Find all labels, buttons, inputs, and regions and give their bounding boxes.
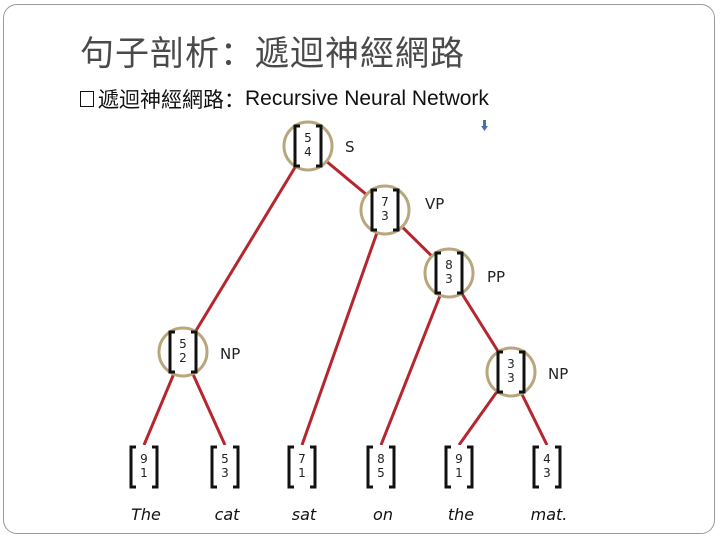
tree-edges [142, 144, 549, 446]
node-vp-vector-value: 3 [381, 209, 389, 223]
node-np1-left-bracket [168, 330, 175, 374]
leaf-w2-right-bracket [233, 445, 240, 489]
leaf-w3-vector-value: 7 [298, 452, 306, 466]
leaf-word: cat [215, 505, 241, 524]
node-s-right-bracket [316, 124, 323, 168]
leaf-w5-vector-value: 1 [455, 466, 463, 480]
node-np2-left-bracket [496, 350, 503, 394]
tree-edge-S-NP1 [181, 145, 310, 353]
leaf-word: on [373, 505, 393, 524]
node-label: NP [220, 345, 240, 363]
leaf-w5-left-bracket [444, 445, 451, 489]
node-pp-right-bracket [457, 251, 464, 295]
leaf-background [210, 445, 240, 489]
node-s-left-bracket [293, 124, 300, 168]
leaf-w6-right-bracket [555, 445, 562, 489]
slide-title: 句子剖析：遞迴神經網路 [80, 34, 465, 74]
tree-node-s: 54 S [282, 120, 355, 172]
tree-edge-VP-w3 [300, 209, 387, 446]
node-pp-vector-value: 8 [445, 258, 453, 272]
node-np1-vector-value: 5 [179, 337, 187, 351]
leaf-w6-vector-value: 3 [543, 466, 551, 480]
leaf-word: mat. [531, 505, 568, 524]
cursor-mark-icon [481, 120, 488, 131]
bullet-prefix: 遞迴神經網路： [98, 88, 245, 112]
bullet-box-icon [80, 91, 94, 107]
node-np2-right-bracket [519, 350, 526, 394]
node-np1-vector-value: 2 [179, 351, 187, 365]
tree-leaf-w4: 85 on [366, 445, 396, 524]
node-label: NP [548, 365, 568, 383]
leaf-w1-right-bracket [152, 445, 159, 489]
node-vp-left-bracket [370, 188, 377, 232]
tree-leaf-w3: 71 sat [287, 445, 317, 524]
leaf-w3-left-bracket [287, 445, 294, 489]
tree-node-np1: 52 NP [157, 326, 240, 378]
node-np2-vector-value: 3 [507, 371, 515, 385]
node-label: VP [425, 195, 444, 213]
leaf-w2-vector-value: 3 [221, 466, 229, 480]
tree-node-pp: 83 PP [423, 247, 505, 299]
leaf-background [287, 445, 317, 489]
leaf-w2-left-bracket [210, 445, 217, 489]
tree-node-vp: 73 VP [359, 184, 444, 236]
leaf-word: The [131, 505, 161, 524]
leaf-w4-vector-value: 5 [377, 466, 385, 480]
bullet-text: Recursive Neural Network [245, 87, 489, 110]
node-label: PP [487, 268, 505, 286]
leaf-w3-vector-value: 1 [298, 466, 306, 480]
node-np2-vector-value: 3 [507, 357, 515, 371]
leaf-w1-vector-value: 1 [140, 466, 148, 480]
node-pp-left-bracket [434, 251, 441, 295]
tree-leaf-w5: 91 the [444, 445, 474, 524]
node-label: S [345, 138, 355, 156]
leaf-w6-left-bracket [532, 445, 539, 489]
leaf-w5-right-bracket [467, 445, 474, 489]
node-vp-right-bracket [393, 188, 400, 232]
node-vp-vector-value: 7 [381, 195, 389, 209]
leaf-background [532, 445, 562, 489]
leaf-word: sat [292, 505, 317, 524]
leaf-background [129, 445, 159, 489]
node-np1-right-bracket [191, 330, 198, 374]
leaf-w1-left-bracket [129, 445, 136, 489]
node-pp-vector-value: 3 [445, 272, 453, 286]
leaf-w5-vector-value: 9 [455, 452, 463, 466]
leaf-w2-vector-value: 5 [221, 452, 229, 466]
tree-edge-PP-w4 [379, 272, 451, 446]
node-s-vector-value: 5 [304, 131, 312, 145]
bullet-line: 遞迴神經網路： Recursive Neural Network [80, 84, 489, 114]
leaf-background [444, 445, 474, 489]
leaf-w3-right-bracket [310, 445, 317, 489]
leaf-w1-vector-value: 9 [140, 452, 148, 466]
leaf-w6-vector-value: 4 [543, 452, 551, 466]
tree-leaf-w2: 53 cat [210, 445, 240, 524]
slide-frame [3, 4, 715, 534]
leaf-w4-left-bracket [366, 445, 373, 489]
leaf-background [366, 445, 396, 489]
tree-leaf-w6: 43 mat. [531, 445, 568, 524]
leaf-w4-right-bracket [389, 445, 396, 489]
leaf-w4-vector-value: 8 [377, 452, 385, 466]
leaf-word: the [448, 505, 474, 524]
node-s-vector-value: 4 [304, 145, 312, 159]
